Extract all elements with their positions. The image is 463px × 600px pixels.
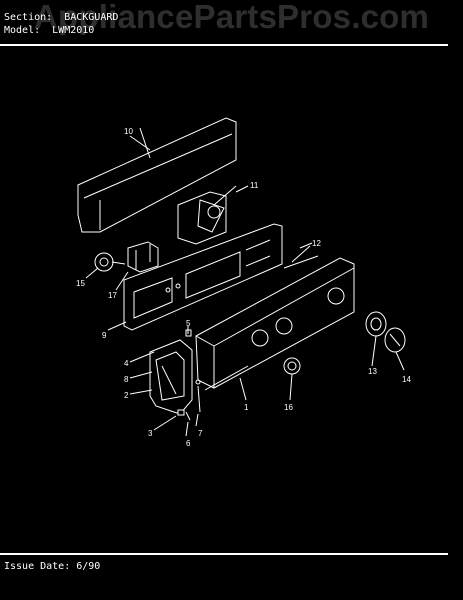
part-10-cover: [77, 117, 237, 233]
callout-1: 1: [244, 403, 249, 412]
bottom-divider: [0, 553, 448, 555]
top-divider: [0, 44, 448, 46]
model-label: Model: LWM2010: [4, 25, 95, 36]
part-9-panel: [123, 223, 283, 331]
issue-date: Issue Date: 6/90: [4, 561, 101, 572]
section-label: Section: BACKGUARD: [4, 12, 119, 23]
callout-6: 6: [186, 439, 191, 448]
callout-10: 10: [124, 127, 133, 136]
callout-11: 11: [250, 181, 259, 190]
callout-3: 3: [148, 429, 153, 438]
part-13-ring: [365, 311, 387, 337]
part-14-knob: [384, 327, 406, 353]
part-16-knob: [283, 357, 301, 375]
part-11-control-module: [177, 185, 237, 245]
callout-2: 2: [124, 391, 129, 400]
callout-12: 12: [312, 239, 321, 248]
callout-labels: 10 11 12 15 17 9 5 4 8 2 3 7 6 1 16 13 1…: [76, 127, 411, 448]
callout-17: 17: [108, 291, 117, 300]
callout-4: 4: [124, 359, 129, 368]
callout-16: 16: [284, 403, 293, 412]
callout-13: 13: [368, 367, 377, 376]
part-2-end-cap: [149, 329, 201, 421]
callout-14: 14: [402, 375, 411, 384]
part-12-rail: [283, 242, 319, 269]
callout-9: 9: [102, 331, 107, 340]
callout-5: 5: [186, 319, 191, 328]
part-15-timer: [94, 252, 126, 272]
callout-15: 15: [76, 279, 85, 288]
leader-lines: [85, 135, 405, 437]
part-17-switch: [127, 241, 159, 273]
callout-8: 8: [124, 375, 129, 384]
watermark-logo: AppliancePartsPros.com: [34, 0, 430, 35]
callout-7: 7: [198, 429, 203, 438]
part-1-backguard: [195, 257, 355, 391]
